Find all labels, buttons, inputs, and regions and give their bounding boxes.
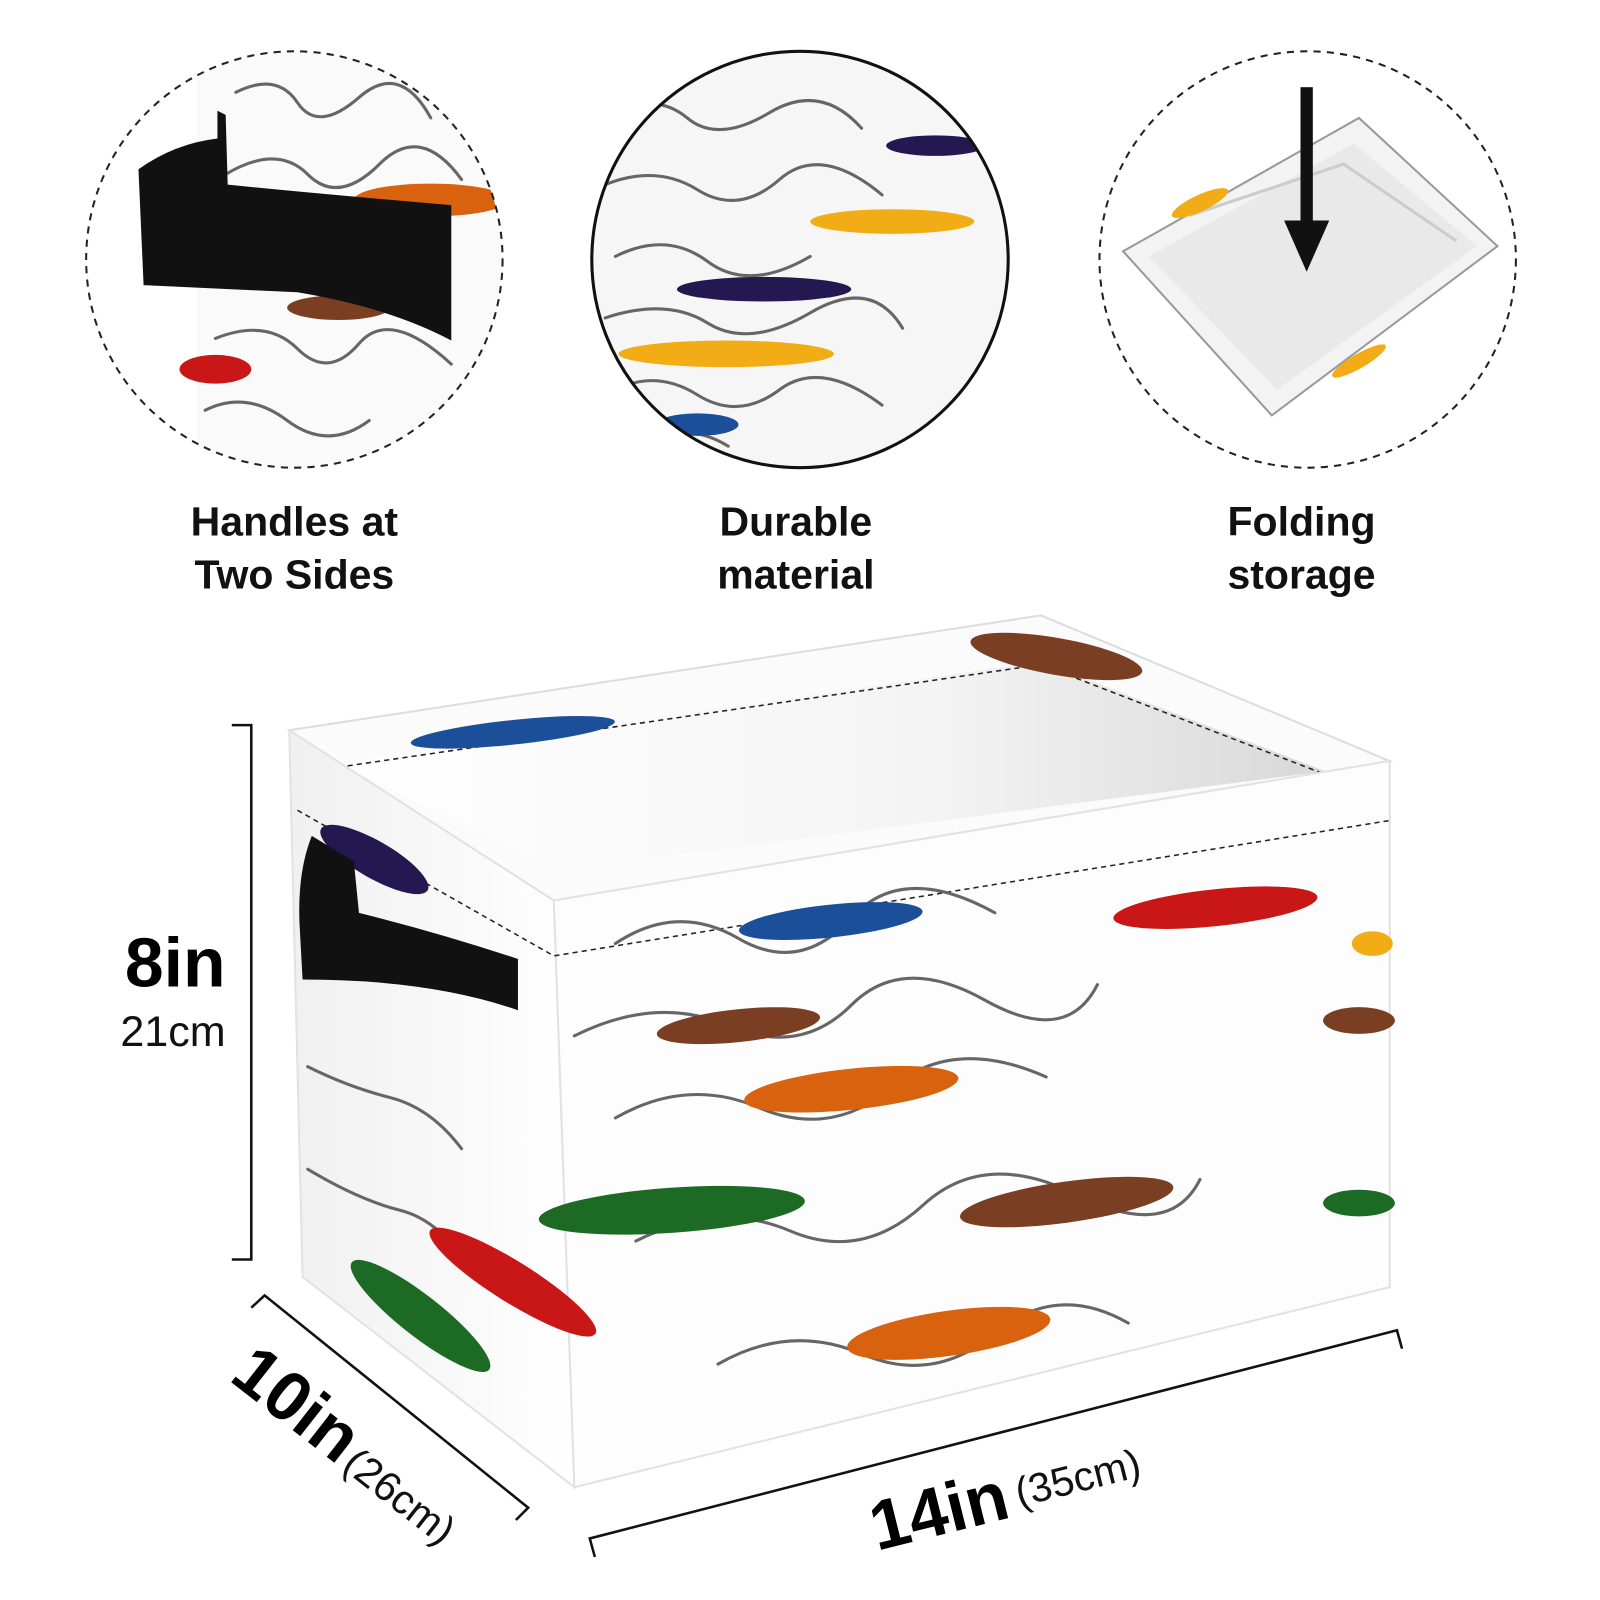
depth-cm-label: (26cm) [335, 1439, 464, 1554]
feature-label-material-2: material [717, 552, 874, 598]
feature-folding-image [1098, 50, 1517, 469]
feature-handles-image [85, 50, 504, 469]
handle-strap-icon [138, 110, 452, 341]
feature-label-folding-2: storage [1227, 552, 1375, 598]
basket-handle-icon [299, 835, 518, 1011]
width-in-label: 14in [862, 1456, 1016, 1565]
height-cm-label: 21cm [120, 1008, 225, 1056]
arrow-down-icon [1284, 87, 1330, 272]
width-cm-label: (35cm) [1010, 1440, 1145, 1516]
storage-basket-image [286, 614, 1395, 1490]
feature-label-material: Durable [720, 498, 873, 544]
height-in-label: 8in [125, 924, 226, 1002]
feature-label-handles-2: Two Sides [194, 552, 394, 598]
feature-material-image [590, 49, 1010, 470]
height-dimension: 8in 21cm [120, 723, 253, 1261]
feature-label-folding: Folding [1228, 498, 1376, 544]
feature-label-handles: Handles at [191, 498, 399, 544]
